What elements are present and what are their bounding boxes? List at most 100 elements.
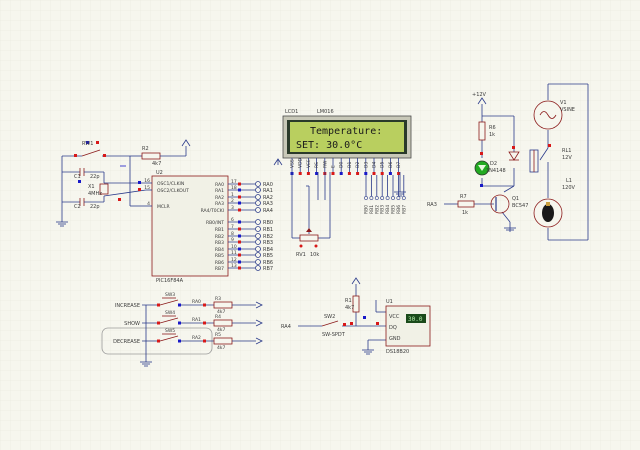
port-terminal-label: RB2 <box>263 234 273 240</box>
d2-led[interactable] <box>474 160 490 176</box>
r7-resistor[interactable] <box>457 200 475 208</box>
switch-pin-marker <box>157 339 160 343</box>
port-terminal[interactable] <box>255 259 261 265</box>
mcu-pin-label: RA0 <box>215 182 224 188</box>
lcd-module[interactable] <box>282 115 412 159</box>
bus-terminal[interactable] <box>369 196 374 200</box>
u1-model: DS18B20 <box>386 349 409 355</box>
port-terminal[interactable] <box>255 219 261 225</box>
bus-terminal[interactable] <box>401 196 406 200</box>
switch-ref: SW3 <box>165 292 175 298</box>
lcd-bus-label: RB7 <box>401 205 407 214</box>
pullup-resistor[interactable] <box>213 337 233 345</box>
lcd-pin-label: D4 <box>372 162 378 168</box>
lcd-pin-label: D1 <box>347 162 353 168</box>
pin-state-marker <box>238 227 241 231</box>
v1-value: VSINE <box>560 107 575 113</box>
mcu-pin-number: 17 <box>231 179 237 185</box>
lcd-bus-label: RB5 <box>391 205 397 214</box>
port-terminal-label: RB0 <box>263 220 273 226</box>
switch-lever <box>159 335 179 342</box>
port-terminal[interactable] <box>255 246 261 252</box>
mcu-pin-label: MCLR <box>157 204 170 210</box>
mcu-pin-label: OSC2/CLKOUT <box>157 188 189 194</box>
r6-label: R6 <box>489 125 496 131</box>
bus-terminal[interactable] <box>364 196 368 200</box>
pin-state-marker <box>238 266 241 270</box>
relay-coil[interactable] <box>508 147 549 173</box>
sensor-pin-gnd: GND <box>389 336 401 342</box>
mcu-pin-number: 3 <box>231 205 234 211</box>
r1-resistor[interactable] <box>352 295 360 313</box>
port-terminal[interactable] <box>255 194 261 200</box>
pin-state-marker <box>238 195 241 199</box>
rv1-potentiometer[interactable] <box>299 228 319 248</box>
bus-terminal[interactable] <box>396 196 401 200</box>
port-terminal[interactable] <box>255 233 261 239</box>
r1-label: R1 <box>345 298 352 304</box>
l1-lamp[interactable] <box>533 198 563 228</box>
port-terminal-label: RB5 <box>263 253 273 259</box>
pin-state-marker <box>238 247 241 251</box>
lcd-pin-label: RS <box>314 162 320 168</box>
r7-label: R7 <box>460 194 467 200</box>
lcd-pin-label: E <box>331 165 337 168</box>
rw1-label: RW1 <box>82 141 93 147</box>
bus-terminal[interactable] <box>391 196 395 200</box>
vcc-arrow-symbol <box>181 139 191 147</box>
pin-state-marker <box>238 234 241 238</box>
switch-pin-marker <box>178 303 181 307</box>
lcd-bus-label: RB6 <box>396 205 402 214</box>
port-terminal[interactable] <box>255 239 261 245</box>
r2-label: R2 <box>142 146 149 152</box>
q1-label: Q1 <box>512 196 519 202</box>
c2-label: C2 <box>74 204 81 210</box>
lcd-bus-label: RB4 <box>385 205 391 214</box>
q1-transistor[interactable] <box>490 194 510 214</box>
vcc-arrow <box>255 319 263 327</box>
lcd-pin-label: D5 <box>380 162 386 168</box>
lcd-pin-marker <box>380 172 384 175</box>
v1-source[interactable] <box>533 100 563 130</box>
pin-markers-sensor <box>343 316 379 326</box>
switch-pin-marker <box>178 321 181 325</box>
resistor-ref: R5 <box>215 332 221 338</box>
port-terminal[interactable] <box>255 200 261 206</box>
port-terminal[interactable] <box>255 226 261 232</box>
switch-lever <box>159 299 179 306</box>
port-terminal[interactable] <box>255 252 261 258</box>
mcu-pin-number: 18 <box>231 185 237 191</box>
bus-terminal[interactable] <box>380 196 385 200</box>
mcu-pin-label: RB3 <box>215 240 224 246</box>
pullup-resistor[interactable] <box>213 319 233 327</box>
pic16f84a-chip[interactable] <box>151 175 229 277</box>
port-terminal[interactable] <box>255 207 261 213</box>
lcd-bus-label: RB1 <box>369 205 375 214</box>
lcd-pin-label: D7 <box>396 162 402 168</box>
pullup-resistor[interactable] <box>213 301 233 309</box>
mcu-pin-label: RB0/INT <box>206 220 224 226</box>
sw2-label: SW2 <box>324 314 335 320</box>
mcu-pin-number: 12 <box>231 257 237 263</box>
pin-state-marker <box>238 182 241 186</box>
relay-input-label: RA3 <box>427 202 437 208</box>
button-label: INCREASE <box>115 303 140 309</box>
lcd-line-2: SET: 30.0°C <box>296 140 362 151</box>
lcd-ref: LCD1 <box>285 109 298 115</box>
port-terminal[interactable] <box>255 181 261 187</box>
ds18b20-sensor[interactable] <box>385 305 431 347</box>
mcu-pin-label: RB1 <box>215 227 224 233</box>
r6-resistor[interactable] <box>478 121 486 141</box>
pin-state-marker <box>238 201 241 205</box>
lcd-pin-label: VDD <box>298 157 304 168</box>
port-terminal[interactable] <box>255 265 261 271</box>
port-terminal[interactable] <box>255 187 261 193</box>
rl1-label: RL1 <box>562 148 571 154</box>
bus-terminal[interactable] <box>385 196 390 200</box>
mcu-ref: U2 <box>156 170 163 176</box>
bus-terminal[interactable] <box>374 196 379 200</box>
mcu-pin-label: RB4 <box>215 247 224 253</box>
